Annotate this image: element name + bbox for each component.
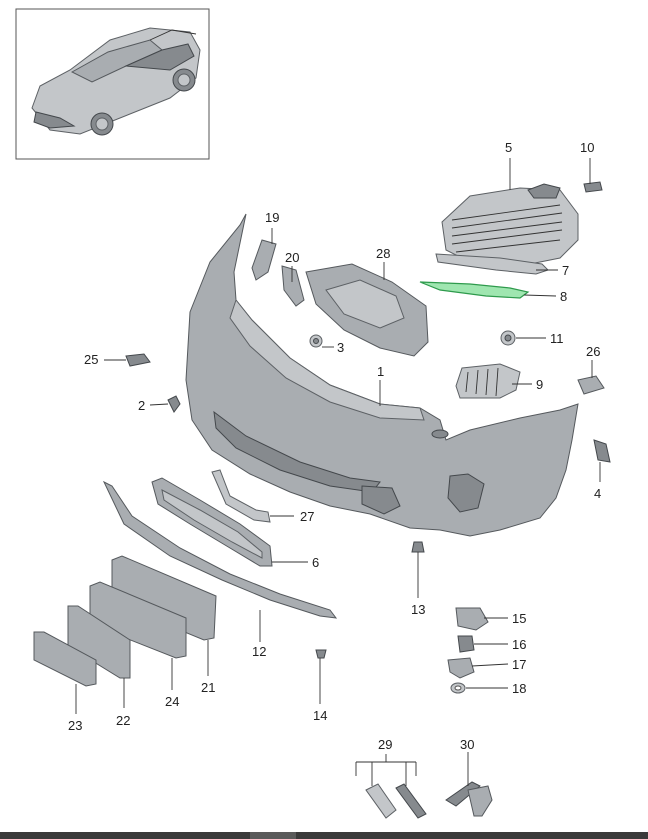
part-13-clip — [411, 541, 425, 556]
part-10-screw — [583, 181, 603, 193]
callout-20: 20 — [285, 250, 299, 265]
part-27-duct — [211, 469, 271, 523]
callout-13: 13 — [411, 602, 425, 617]
callout-5: 5 — [505, 140, 512, 155]
part-12-spoiler-lip — [102, 480, 338, 619]
callout-21: 21 — [201, 680, 215, 695]
callout-22: 22 — [116, 713, 130, 728]
callout-17: 17 — [512, 657, 526, 672]
callout-23: 23 — [68, 718, 82, 733]
part-9-side-grille — [455, 363, 521, 399]
part-11-nut — [500, 330, 516, 346]
callout-9: 9 — [536, 377, 543, 392]
callout-28: 28 — [376, 246, 390, 261]
part-5-grille — [441, 183, 579, 267]
callout-16: 16 — [512, 637, 526, 652]
part-6-grille-frame — [151, 477, 273, 567]
callout-30: 30 — [460, 737, 474, 752]
part-16-holder — [457, 635, 475, 653]
callout-4: 4 — [594, 486, 601, 501]
callout-8: 8 — [560, 289, 567, 304]
part-3-grommet — [309, 334, 323, 348]
part-14-clip — [315, 649, 327, 659]
part-4-bracket — [593, 439, 611, 463]
callout-2: 2 — [138, 398, 145, 413]
part-2-clip — [167, 395, 181, 413]
part-17-mount — [447, 657, 475, 679]
callout-7: 7 — [562, 263, 569, 278]
callout-12: 12 — [252, 644, 266, 659]
part-19-bracket — [251, 239, 277, 281]
callout-14: 14 — [313, 708, 327, 723]
part-1-bumper-cover — [185, 213, 579, 537]
callout-1: 1 — [377, 364, 384, 379]
part-28-air-duct — [305, 263, 429, 357]
callout-24: 24 — [165, 694, 179, 709]
part-20-bracket — [281, 265, 305, 307]
part-29-adhesive-tubes — [365, 783, 427, 819]
callout-3: 3 — [337, 340, 344, 355]
leader-lines — [75, 158, 601, 786]
vehicle-thumbnail — [15, 8, 210, 160]
part-26-bracket — [577, 375, 605, 395]
callout-18: 18 — [512, 681, 526, 696]
part-23-plate — [33, 631, 97, 687]
callout-labels: 1 2 3 4 5 6 7 8 9 10 11 12 13 14 15 16 1… — [68, 140, 601, 752]
bottom-scrollbar[interactable] — [0, 832, 648, 839]
callout-25: 25 — [84, 352, 98, 367]
scrollbar-thumb[interactable] — [250, 832, 296, 839]
callout-26: 26 — [586, 344, 600, 359]
callout-10: 10 — [580, 140, 594, 155]
part-8-highlighted-strip — [419, 281, 530, 299]
part-15-bracket — [455, 607, 489, 631]
part-25-sensor — [125, 353, 151, 367]
part-18-ring — [450, 682, 466, 694]
callout-6: 6 — [312, 555, 319, 570]
part-30-applicator-gun — [445, 781, 493, 817]
callout-29: 29 — [378, 737, 392, 752]
callout-27: 27 — [300, 509, 314, 524]
callout-11: 11 — [550, 331, 564, 346]
part-7-trim-strip — [435, 253, 549, 275]
callout-15: 15 — [512, 611, 526, 626]
callout-19: 19 — [265, 210, 279, 225]
